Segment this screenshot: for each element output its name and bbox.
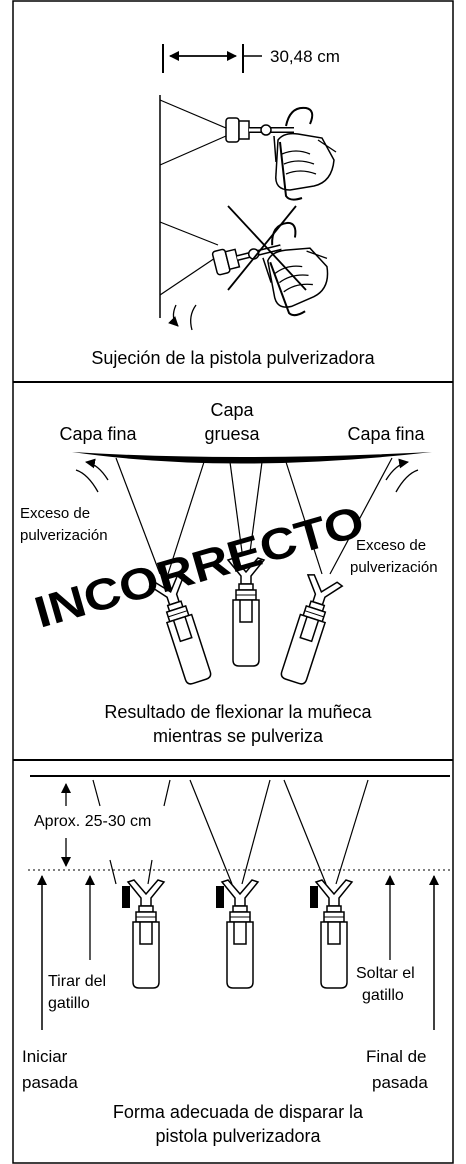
dimension-label: 30,48 cm: [270, 47, 340, 66]
fan-right-b: [329, 457, 393, 575]
section3-caption-line1: Forma adecuada de disparar la: [113, 1102, 364, 1122]
overspray-swirl-right-icon: [395, 469, 419, 493]
fan-center-b: [249, 461, 263, 553]
label-thick-line2: gruesa: [204, 424, 260, 444]
end-pass-line1: Final de: [366, 1047, 426, 1066]
trigger-release-line1: Soltar el: [356, 965, 415, 982]
trigger-release-line2: gatillo: [362, 987, 404, 1004]
fan1-b-bottom: [147, 859, 153, 885]
fan3-a: [283, 779, 327, 885]
drip-line-icon: [190, 304, 197, 331]
fan2-b: [241, 779, 271, 885]
start-pass-line1: Iniciar: [22, 1047, 68, 1066]
distance-label: Aprox. 25-30 cm: [34, 813, 151, 830]
fan1-a-bottom: [109, 859, 117, 885]
spray-fan-top: [159, 99, 227, 129]
spray-fan-tilted-bottom: [159, 255, 219, 296]
trigger-2-icon: [216, 886, 224, 908]
overspray-swirl-left-icon: [75, 469, 99, 493]
end-pass-line2: pasada: [372, 1073, 428, 1092]
fan-center-a: [229, 461, 243, 553]
cross-out-line-1: [227, 205, 307, 291]
fan-left-a: [115, 457, 161, 575]
section2-caption-line1: Resultado de flexionar la muñeca: [104, 702, 372, 722]
cross-out-line-2: [227, 205, 297, 291]
fan1-b-top: [163, 779, 171, 807]
paint-coat-band: [72, 452, 432, 464]
fan3-b: [335, 779, 369, 885]
section2-caption-line2: mientras se pulveriza: [153, 726, 324, 746]
outer-frame: [12, 0, 454, 1164]
spray-gun-correct-icon: [226, 108, 336, 200]
fan-right-a: [285, 461, 323, 575]
label-thin-right: Capa fina: [347, 424, 425, 444]
section-gun-holding: 30,48 cm Sujeción de la pistola pulveriz…: [91, 44, 376, 368]
section3-caption-line2: pistola pulverizadora: [155, 1126, 321, 1146]
trigger-pull-line1: Tirar del: [48, 973, 106, 990]
section-wrist-flexing: Capa gruesa Capa fina Capa fina Exceso d…: [20, 400, 438, 746]
trigger-pull-line2: gatillo: [48, 995, 90, 1012]
overspray-right-line1: Exceso de: [356, 537, 426, 554]
section1-caption: Sujeción de la pistola pulverizadora: [91, 348, 375, 368]
overspray-right-line2: pulverización: [350, 559, 438, 576]
start-pass-line2: pasada: [22, 1073, 78, 1092]
overspray-left-line1: Exceso de: [20, 505, 90, 522]
section-proper-triggering: Aprox. 25-30 cm Tirar del gatillo Soltar…: [22, 775, 452, 1146]
spray-gun-1-icon: [127, 879, 165, 989]
trigger-1-icon: [122, 886, 130, 908]
overspray-arrow-right-icon: [385, 458, 409, 481]
trigger-3-icon: [310, 886, 318, 908]
fan2-a: [189, 779, 233, 885]
spray-fan-tilted-top: [159, 221, 219, 246]
spray-gun-2-icon: [221, 879, 259, 989]
fan-left-b: [167, 461, 205, 575]
label-thick-line1: Capa: [210, 400, 254, 420]
spray-fan-bottom: [159, 135, 227, 166]
overspray-arrow-left-icon: [85, 458, 109, 481]
spray-gun-3-icon: [315, 879, 353, 989]
spray-gun-tilt-right-icon: [274, 572, 344, 688]
fan1-a-top: [92, 779, 101, 807]
overspray-left-line2: pulverización: [20, 527, 108, 544]
label-thin-left: Capa fina: [59, 424, 137, 444]
drip-arrow-icon: [168, 304, 179, 327]
